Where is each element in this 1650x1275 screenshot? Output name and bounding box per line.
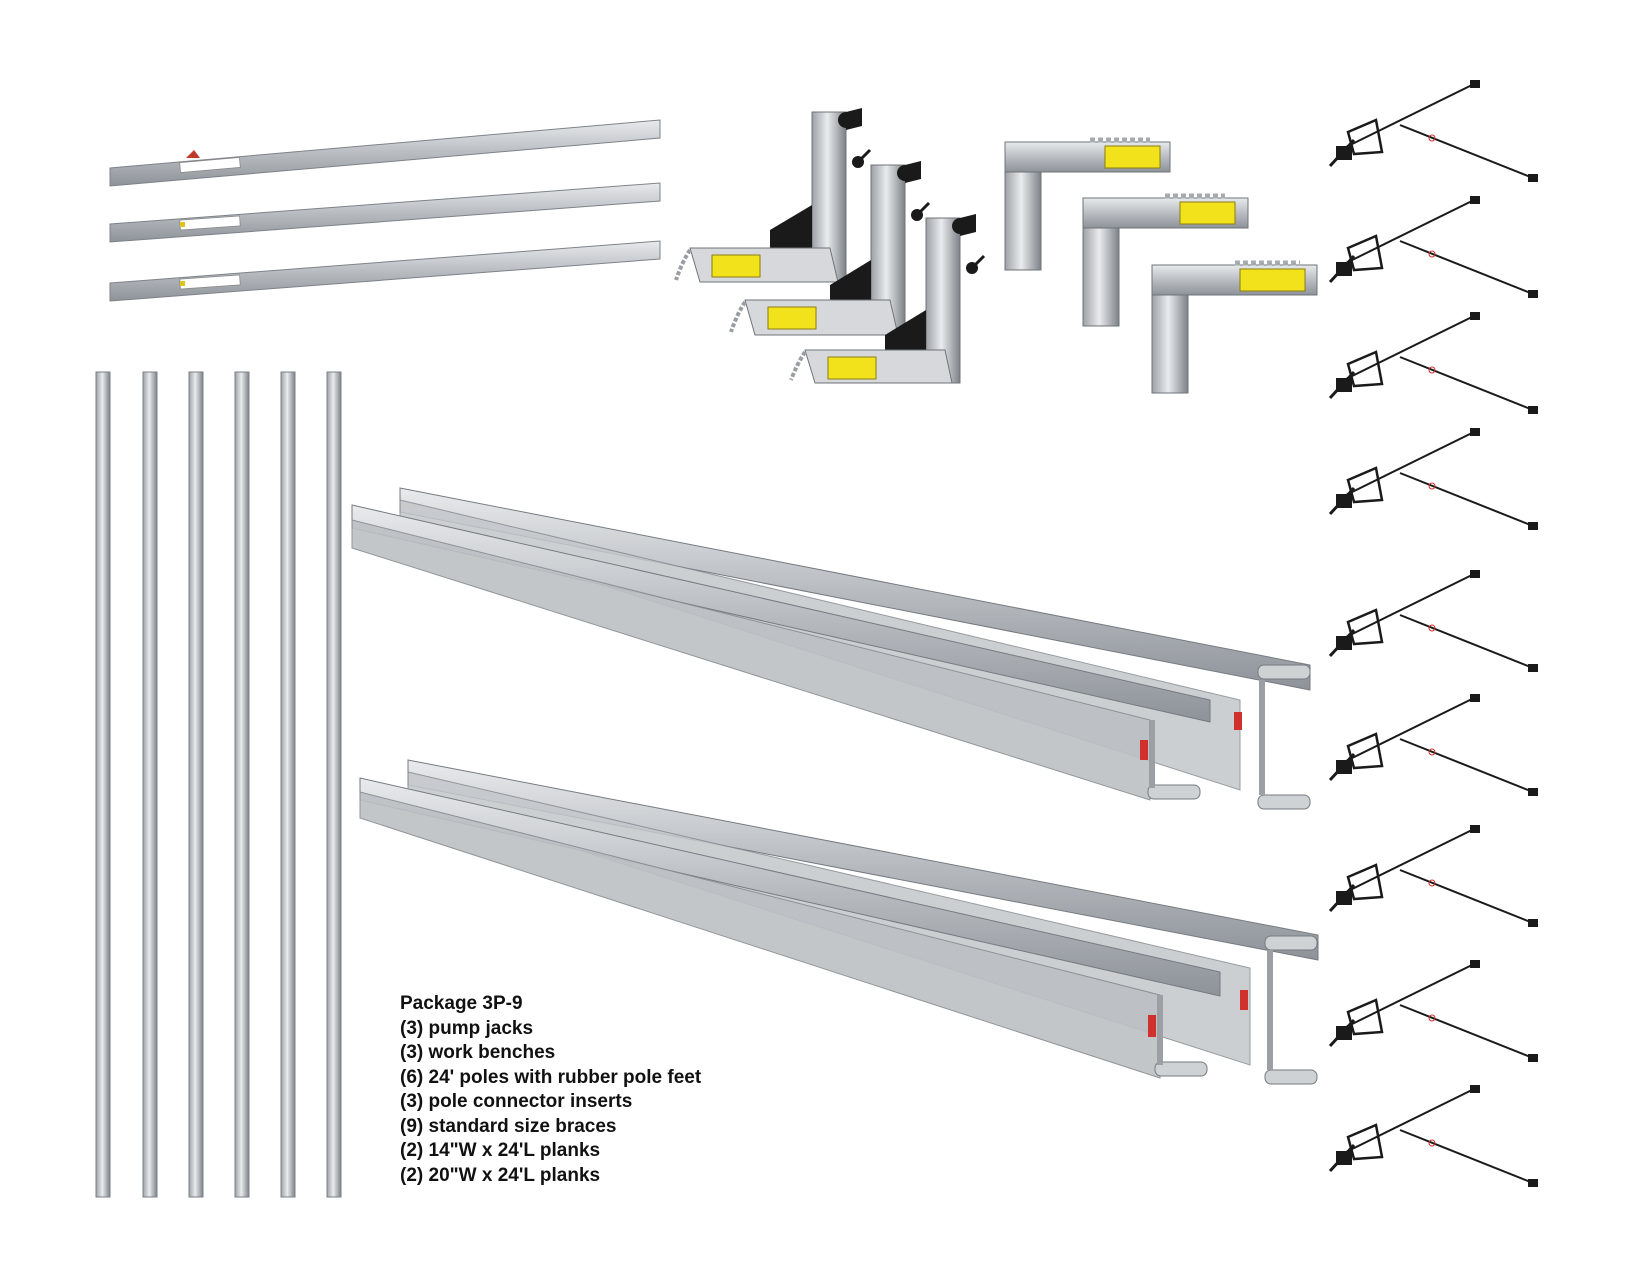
warning-label (1239, 268, 1306, 292)
package-item: (3) work benches (400, 1042, 556, 1063)
package-item: (9) standard size braces (400, 1115, 617, 1137)
pole-connector-insert (109, 182, 661, 243)
warning-label (711, 254, 761, 278)
brace (1328, 1085, 1538, 1187)
brace (1328, 570, 1538, 672)
package-item: (3) pump jacks (400, 1017, 534, 1039)
pole-connector-insert (109, 119, 661, 187)
planks-upper (351, 487, 1311, 810)
brace (1328, 312, 1538, 414)
planks-lower (359, 759, 1319, 1085)
chain (729, 300, 747, 333)
pole (326, 371, 342, 1198)
brace (1328, 80, 1538, 182)
brace (1328, 825, 1538, 927)
brace (1328, 196, 1538, 298)
warning-sticker-icon (180, 222, 185, 227)
pole-connector-inserts (109, 119, 661, 302)
pole (280, 371, 296, 1198)
work-bench (1151, 260, 1318, 394)
work-bench (1004, 137, 1171, 271)
brand-label (179, 156, 241, 174)
work-bench (1082, 193, 1249, 327)
package-item: (2) 14"W x 24'L planks (400, 1140, 601, 1161)
pole (95, 371, 111, 1198)
pole (188, 371, 204, 1198)
reflector (1234, 712, 1242, 730)
package-item: (6) 24' poles with rubber pole feet (400, 1066, 702, 1088)
pole (142, 371, 158, 1198)
pole-connector-insert (109, 240, 661, 302)
pole (234, 371, 250, 1198)
brace (1328, 694, 1538, 796)
pump-jack (789, 214, 986, 384)
pump-jack (674, 108, 872, 283)
brace (1328, 428, 1538, 530)
braces (1328, 80, 1538, 1187)
package-item: (3) pole connector inserts (400, 1091, 633, 1112)
chain (674, 248, 692, 281)
brand-logo-icon (186, 150, 200, 158)
chain (789, 350, 807, 381)
plank (351, 504, 1211, 801)
warning-label (1179, 201, 1236, 225)
warning-label (767, 306, 817, 330)
reflector (1140, 740, 1148, 760)
work-benches (1004, 137, 1318, 394)
warning-label (1104, 145, 1161, 169)
pump-jacks (674, 108, 986, 384)
plank (359, 777, 1221, 1079)
package-item: (2) 20"W x 24'L planks (400, 1164, 601, 1186)
reflector (1148, 1015, 1156, 1037)
poles (95, 371, 342, 1198)
warning-sticker-icon (180, 281, 185, 286)
warning-label (827, 356, 877, 380)
reflector (1240, 990, 1248, 1010)
package-title: Package 3P-9 (400, 993, 523, 1014)
pump-jack (729, 161, 931, 336)
brace (1328, 960, 1538, 1062)
package-description: Package 3P-9 (3) pump jacks (3) work ben… (400, 992, 820, 1188)
